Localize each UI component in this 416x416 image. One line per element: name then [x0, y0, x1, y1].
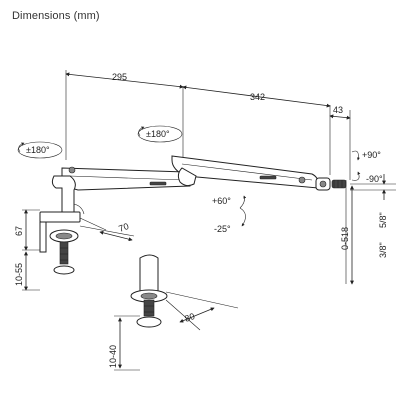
- grommet-dimension-lines: [114, 291, 239, 371]
- tilt-head: [315, 177, 347, 191]
- dim-arm-first: 295: [112, 72, 127, 82]
- dim-clamp-thickness: 10-55: [14, 263, 24, 286]
- top-dimension-lines: [65, 70, 351, 180]
- label-arm-swivel: ±180°: [146, 129, 170, 139]
- dim-clamp-depth: 70: [117, 221, 130, 234]
- label-tilt-up: +60°: [212, 196, 231, 206]
- arm-segment-first: [61, 166, 192, 191]
- label-tilt-down: -25°: [214, 224, 231, 234]
- base-swivel-indicator: [17, 141, 63, 159]
- tilt-indicator: [239, 195, 247, 227]
- arm-segment-second: [171, 155, 319, 189]
- dim-clamp-height: 67: [14, 226, 24, 236]
- head-rotation-indicator: [351, 150, 361, 181]
- grommet-mount-assembly: [130, 254, 168, 328]
- dim-grommet-thickness: 10-40: [108, 345, 118, 368]
- label-head-up: +90°: [362, 150, 381, 160]
- dim-head-offset: 43: [333, 105, 343, 115]
- arm-swivel-indicator: [137, 125, 183, 143]
- dim-head-lower: 3/8": [378, 242, 388, 258]
- clamp-dimension-lines: [22, 209, 135, 291]
- desk-clamp-assembly: [39, 175, 85, 275]
- dim-grommet-depth: 80: [183, 311, 196, 324]
- dim-arm-second: 342: [250, 92, 265, 102]
- right-dimension-lines: [345, 174, 396, 285]
- label-head-down: -90°: [366, 174, 383, 184]
- dim-head-upper: 5/8": [378, 212, 388, 228]
- label-base-swivel: ±180°: [26, 145, 50, 155]
- diagram-title: Dimensions (mm): [12, 10, 100, 22]
- dim-vesa-height: 0-518: [340, 227, 350, 250]
